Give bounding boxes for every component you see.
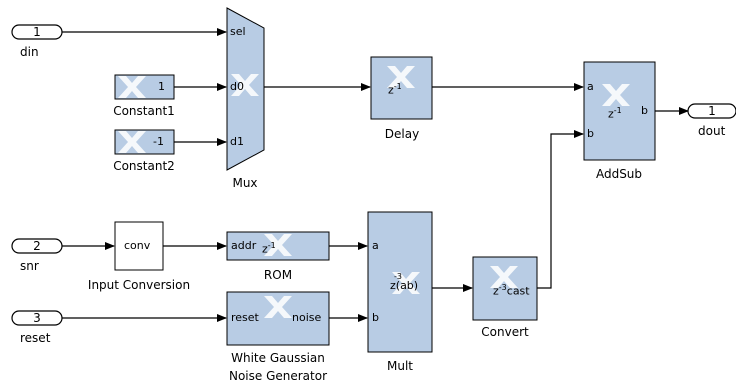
- mux-pin-d1: d1: [230, 135, 244, 148]
- constant1-label: Constant1: [113, 104, 175, 118]
- input-conversion-block[interactable]: [114, 221, 164, 271]
- delay-inner-text: z-1: [388, 82, 402, 97]
- addsub-pin-out: b: [641, 104, 648, 117]
- convert-inner-text: z-3cast: [493, 283, 530, 298]
- wgn-pin-noise: noise: [292, 311, 322, 324]
- rom-inner-text: z-1: [262, 241, 276, 256]
- addsub-pin-b: b: [587, 127, 594, 140]
- delay-block[interactable]: [370, 56, 433, 120]
- input-conversion-text: conv: [124, 239, 151, 252]
- rom-label: ROM: [263, 268, 293, 282]
- wgn-label-line1: White Gaussian: [231, 351, 325, 365]
- port-reset[interactable]: [11, 310, 63, 326]
- port-snr-number: 2: [33, 239, 41, 253]
- port-dout[interactable]: [687, 103, 736, 119]
- mux-label: Mux: [232, 176, 258, 190]
- addsub-pin-a: a: [587, 80, 594, 93]
- constant2-label: Constant2: [113, 159, 175, 173]
- mult-pin-b: b: [372, 311, 379, 324]
- mult-block[interactable]: [367, 211, 433, 353]
- port-reset-label: reset: [20, 331, 51, 345]
- constant1-value: 1: [158, 80, 165, 93]
- port-snr[interactable]: [11, 238, 63, 254]
- constant2-value: -1: [153, 135, 164, 148]
- mult-pin-a: a: [372, 239, 379, 252]
- addsub-inner-text: z-1: [608, 106, 622, 121]
- port-din-label: din: [20, 45, 39, 59]
- convert-block[interactable]: [472, 256, 538, 321]
- addsub-block[interactable]: [583, 61, 656, 161]
- rom-pin-addr: addr: [231, 239, 257, 252]
- input-conversion-label: Input Conversion: [87, 278, 191, 292]
- wgn-block[interactable]: [226, 291, 330, 346]
- port-dout-number: 1: [708, 104, 716, 118]
- addsub-label: AddSub: [595, 167, 643, 181]
- mult-label: Mult: [387, 359, 413, 373]
- port-snr-label: snr: [20, 259, 39, 273]
- wire-convert-addsub-b: [537, 130, 584, 289]
- port-din[interactable]: [11, 24, 63, 40]
- convert-label: Convert: [481, 325, 529, 339]
- delay-label: Delay: [384, 127, 420, 141]
- wgn-pin-reset: reset: [231, 311, 259, 324]
- port-reset-number: 3: [33, 311, 41, 325]
- port-din-number: 1: [33, 25, 41, 39]
- port-dout-label: dout: [698, 124, 726, 138]
- mux-pin-sel: sel: [230, 25, 246, 38]
- wgn-label-line2: Noise Generator: [228, 369, 328, 383]
- mux-pin-d0: d0: [230, 80, 244, 93]
